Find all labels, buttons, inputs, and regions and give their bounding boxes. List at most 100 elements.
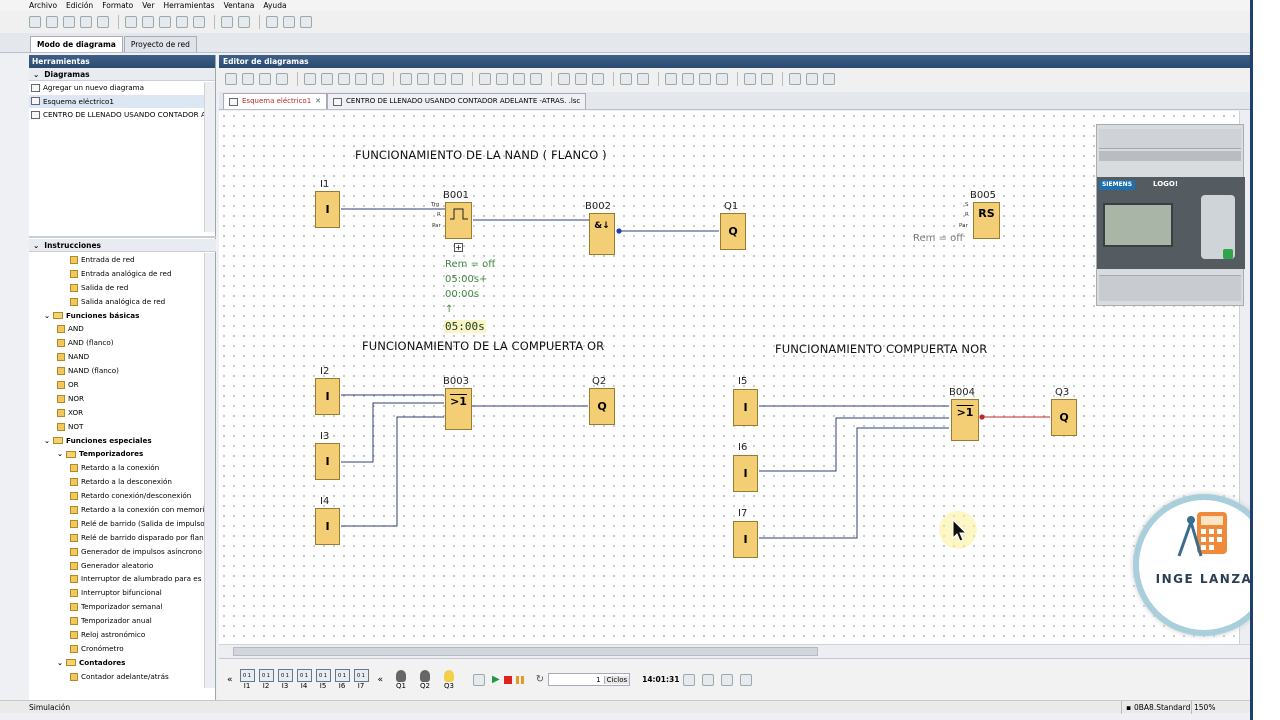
- help-cursor-icon[interactable]: [300, 16, 312, 28]
- tree-folder[interactable]: ⌄Funciones especiales: [29, 434, 204, 448]
- transfer-pc-to-logo-icon[interactable]: [221, 16, 233, 28]
- l-icon[interactable]: [530, 73, 542, 85]
- input-block-i6[interactable]: I: [733, 455, 758, 492]
- tree-item[interactable]: Relé de barrido disparado por flan: [29, 531, 204, 545]
- co-icon[interactable]: [479, 73, 491, 85]
- tree-item[interactable]: Temporizador semanal: [29, 600, 204, 614]
- collapse-left-icon[interactable]: «: [227, 674, 233, 685]
- rotate-left-icon[interactable]: [434, 73, 446, 85]
- menu-herramientas[interactable]: Herramientas: [163, 1, 215, 10]
- menu-ver[interactable]: Ver: [142, 1, 155, 10]
- tree-item[interactable]: Interruptor de alumbrado para es: [29, 572, 204, 586]
- collapse-chevron-icon[interactable]: ⌄: [44, 435, 51, 445]
- gf-icon[interactable]: [496, 73, 508, 85]
- align-left-icon[interactable]: [355, 73, 367, 85]
- text-tool-icon[interactable]: [276, 73, 288, 85]
- reconnect-icon[interactable]: [417, 73, 429, 85]
- tree-item[interactable]: Retardo conexión/desconexión: [29, 489, 204, 503]
- align-bottom-icon[interactable]: [338, 73, 350, 85]
- step-icon[interactable]: [789, 73, 801, 85]
- close-icon[interactable]: ✕: [315, 97, 322, 105]
- input-block-i4[interactable]: I: [315, 508, 340, 545]
- sf-icon[interactable]: [513, 73, 525, 85]
- menu-ayuda[interactable]: Ayuda: [263, 1, 287, 10]
- toggle-switch-icon[interactable]: 0 1: [334, 669, 350, 682]
- tree-item[interactable]: Retardo a la desconexión: [29, 475, 204, 489]
- toggle-switch-icon[interactable]: 0 1: [296, 669, 312, 682]
- cut-connection-icon[interactable]: [400, 73, 412, 85]
- view-single-icon[interactable]: [558, 73, 570, 85]
- pen-icon[interactable]: [665, 73, 677, 85]
- canvas-vertical-scrollbar[interactable]: [1239, 111, 1250, 644]
- tab-modo-de-diagrama[interactable]: Modo de diagrama: [30, 36, 123, 52]
- panel-splitter[interactable]: [29, 236, 216, 238]
- zoom-in-icon[interactable]: [620, 73, 632, 85]
- redo-icon[interactable]: [193, 16, 205, 28]
- view-split-icon[interactable]: [575, 73, 587, 85]
- copy-icon[interactable]: [142, 16, 154, 28]
- power-icon[interactable]: [473, 673, 486, 686]
- collapse-chevron-icon[interactable]: ⌄: [57, 449, 64, 459]
- window-icon[interactable]: [266, 16, 278, 28]
- tree-item[interactable]: XOR: [29, 406, 204, 420]
- nand-edge-block-b002[interactable]: &↓: [589, 213, 615, 255]
- tree-item[interactable]: Reloj astronómico: [29, 628, 204, 642]
- input-block-i1[interactable]: I: [315, 191, 340, 228]
- collapse-chevron-icon[interactable]: ⌄: [33, 69, 40, 79]
- tree-folder[interactable]: ⌄Contadores: [29, 656, 204, 670]
- menu-archivo[interactable]: Archivo: [29, 1, 58, 10]
- tree-item[interactable]: Cronómetro: [29, 642, 204, 656]
- open-folder-icon[interactable]: [46, 16, 58, 28]
- input-block-i7[interactable]: I: [733, 521, 758, 558]
- output-block-q1[interactable]: Q: [720, 213, 746, 250]
- align-middle-icon[interactable]: [321, 73, 333, 85]
- or-block-b003[interactable]: >1: [445, 388, 472, 430]
- tree-folder[interactable]: ⌄Funciones básicas: [29, 309, 204, 323]
- toggle-switch-icon[interactable]: 0 1: [239, 669, 255, 682]
- diagram-item-esquema[interactable]: Esquema eléctrico1: [29, 94, 215, 108]
- paste-icon[interactable]: [159, 16, 171, 28]
- rs-block-b005[interactable]: RS: [973, 202, 1000, 239]
- border-icon[interactable]: [716, 73, 728, 85]
- timer-block-b001[interactable]: [445, 202, 472, 239]
- output-block-q2[interactable]: Q: [589, 388, 615, 425]
- nor-block-b004[interactable]: >1: [951, 399, 979, 441]
- menu-ventana[interactable]: Ventana: [223, 1, 255, 10]
- undo-icon[interactable]: [176, 16, 188, 28]
- output-block-q3[interactable]: Q: [1051, 399, 1077, 436]
- tile-icon[interactable]: [283, 16, 295, 28]
- online-test-icon[interactable]: [761, 73, 773, 85]
- new-file-icon[interactable]: [29, 16, 41, 28]
- fill-icon[interactable]: [699, 73, 711, 85]
- scroll-thumb[interactable]: [233, 647, 818, 656]
- connect-tool-icon[interactable]: [242, 73, 254, 85]
- tab-centro-de-llenado[interactable]: CENTRO DE LLENADO USANDO CONTADOR ADELAN…: [327, 93, 587, 109]
- toggle-switch-icon[interactable]: 0 1: [315, 669, 331, 682]
- tree-item[interactable]: Retardo a la conexión con memori: [29, 503, 204, 517]
- tree-item[interactable]: NAND (flanco): [29, 364, 204, 378]
- collapse-icon[interactable]: [823, 73, 835, 85]
- tree-item[interactable]: NOR: [29, 392, 204, 406]
- grid-icon[interactable]: [721, 673, 734, 686]
- input-block-i5[interactable]: I: [733, 389, 758, 426]
- diagram-canvas[interactable]: FUNCIONAMIENTO DE LA NAND ( FLANCO ) FUN…: [219, 111, 1239, 644]
- diagram-item-centro[interactable]: CENTRO DE LLENADO USANDO CONTADOR ADELAN…: [29, 108, 215, 122]
- toggle-switch-icon[interactable]: 0 1: [353, 669, 369, 682]
- align-top-icon[interactable]: [304, 73, 316, 85]
- tree-item[interactable]: Entrada de red: [29, 253, 204, 267]
- collapse-chevron-icon[interactable]: ⌄: [44, 310, 51, 320]
- constants-icon[interactable]: [259, 73, 271, 85]
- refresh-icon[interactable]: ↻: [535, 674, 545, 685]
- zoom-out-icon[interactable]: [637, 73, 649, 85]
- open-icon[interactable]: [63, 16, 75, 28]
- reset-time-icon[interactable]: [702, 673, 715, 686]
- tree-item[interactable]: Salida analógica de red: [29, 295, 204, 309]
- tab-esquema-electrico1[interactable]: Esquema eléctrico1 ✕: [223, 93, 328, 109]
- input-block-i3[interactable]: I: [315, 443, 340, 480]
- tree-item[interactable]: Relé de barrido (Salida de impulso: [29, 517, 204, 531]
